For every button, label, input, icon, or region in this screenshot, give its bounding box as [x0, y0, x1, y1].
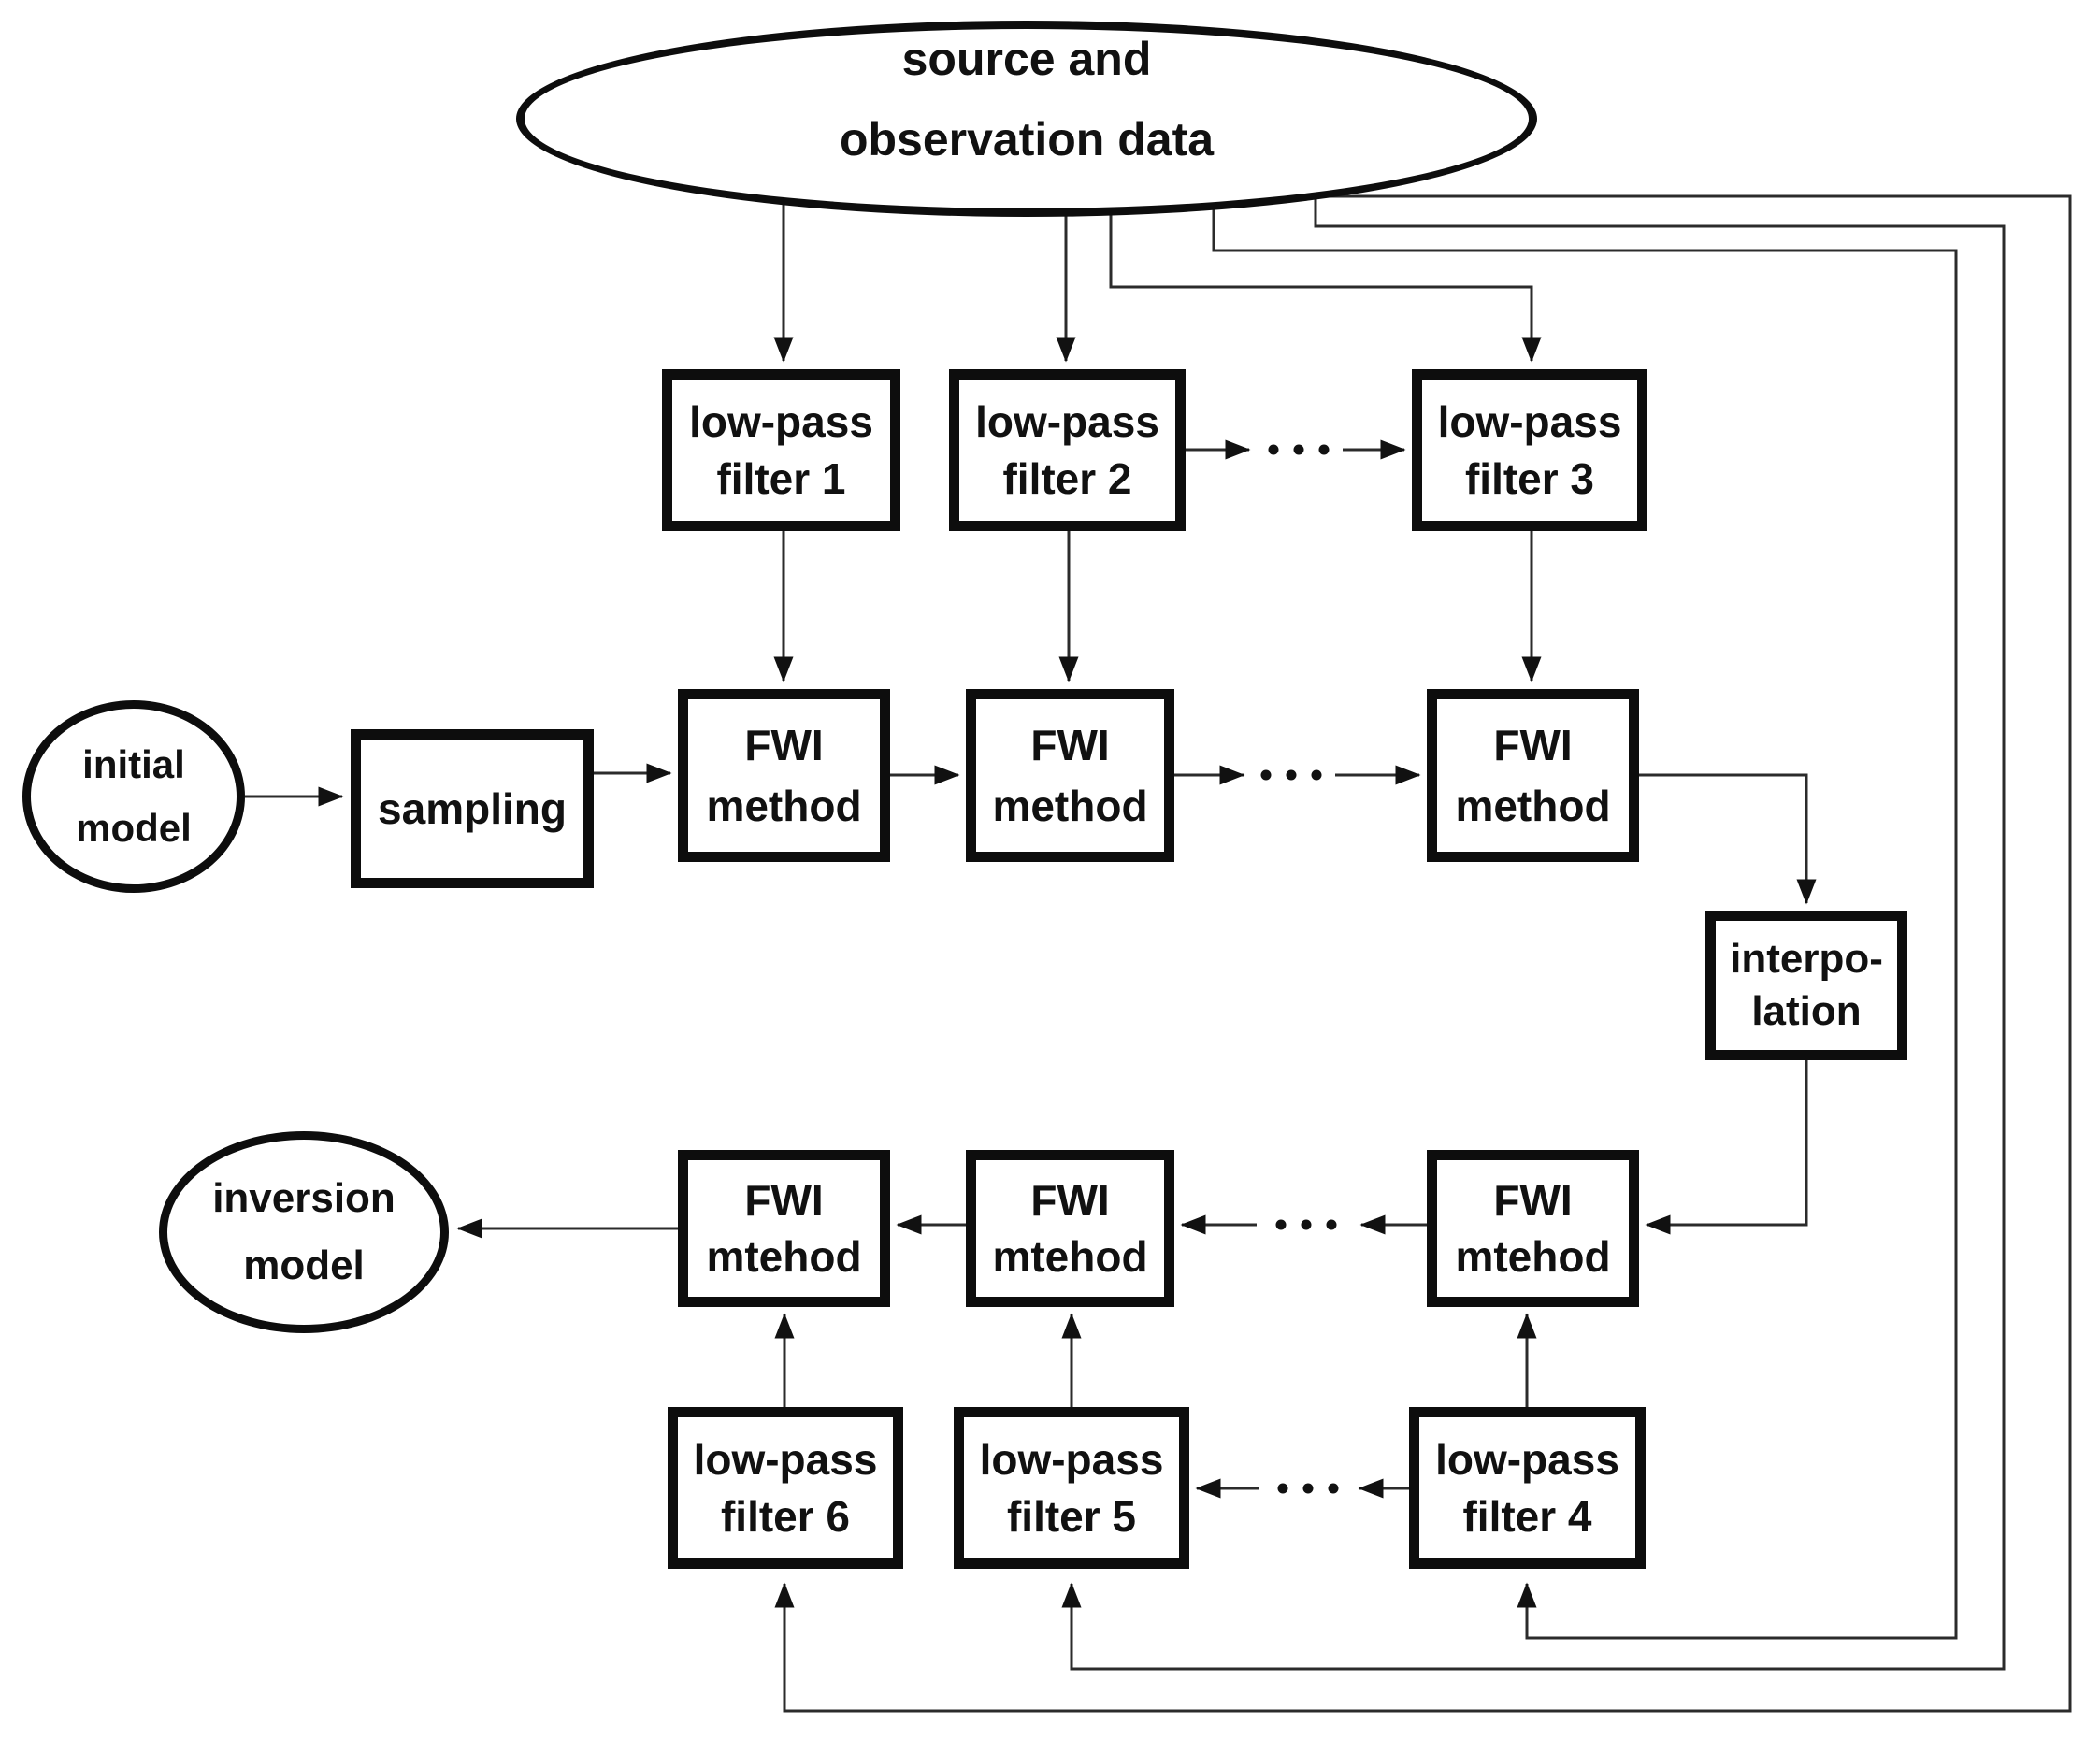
node-sampling: sampling: [351, 729, 594, 888]
fwi3-label-line2: method: [1455, 782, 1611, 831]
fwi2-label-line1: FWI: [1030, 720, 1110, 769]
fwi3-label-line1: FWI: [1493, 720, 1573, 769]
node-interpolation: interpo- lation: [1705, 911, 1907, 1060]
fwi1-label-line1: FWI: [744, 720, 824, 769]
lpf1-label-line2: filter 1: [716, 454, 846, 504]
lpf3-label-line1: low-pass: [1437, 396, 1622, 446]
lpf6-label-line1: low-pass: [693, 1434, 878, 1484]
node-source-observation-data: source and observation data: [516, 21, 1537, 217]
node-fwi-mtehod-3: FWI mtehod: [1427, 1150, 1639, 1307]
fwi2-label-line2: method: [992, 782, 1148, 831]
initial-label-line1: initial: [82, 742, 185, 786]
inversion-label-line1: inversion: [212, 1175, 396, 1221]
node-low-pass-filter-6: low-pass filter 6: [668, 1407, 903, 1569]
edge-source-to-lpf5: [1061, 194, 2006, 1671]
interpolation-label-line1: interpo-: [1730, 935, 1883, 982]
initial-label-line2: model: [76, 806, 192, 850]
sampling-label: sampling: [378, 784, 567, 833]
node-fwi-mtehod-2: FWI mtehod: [966, 1150, 1174, 1307]
lpf3-label-line2: filter 3: [1464, 454, 1595, 504]
fwim2-label-line2: mtehod: [992, 1232, 1148, 1281]
node-low-pass-filter-5: low-pass filter 5: [954, 1407, 1189, 1569]
lpf4-label-line2: filter 4: [1462, 1492, 1592, 1542]
edge-source-to-lpf6: [774, 194, 2072, 1713]
node-low-pass-filter-2: low-pass filter 2: [949, 369, 1186, 531]
lpf2-label-line2: filter 2: [1002, 454, 1132, 504]
fwim1-label-line2: mtehod: [706, 1232, 862, 1281]
lpf1-label-line1: low-pass: [689, 396, 873, 446]
edge-fwi3-to-interpolation: [1639, 773, 1817, 905]
node-low-pass-filter-3: low-pass filter 3: [1412, 369, 1647, 531]
node-inversion-model: inversion model: [159, 1131, 449, 1333]
fwim1-label-line1: FWI: [744, 1176, 824, 1225]
edge-source-to-lpf4: [1212, 206, 1958, 1640]
node-fwi-method-3: FWI method: [1427, 689, 1639, 862]
node-fwi-mtehod-1: FWI mtehod: [678, 1150, 890, 1307]
lpf2-label-line1: low-pass: [975, 396, 1159, 446]
fwim3-label-line1: FWI: [1493, 1176, 1573, 1225]
source-label-line2: observation data: [839, 113, 1215, 165]
fwim3-label-line2: mtehod: [1455, 1232, 1611, 1281]
fwim2-label-line1: FWI: [1030, 1176, 1110, 1225]
lpf6-label-line2: filter 6: [720, 1492, 851, 1542]
node-fwi-method-2: FWI method: [966, 689, 1174, 862]
inversion-label-line2: model: [243, 1242, 365, 1288]
edge-source-to-lpf3: [1109, 209, 1542, 363]
lpf5-label-line2: filter 5: [1006, 1492, 1137, 1542]
node-low-pass-filter-4: low-pass filter 4: [1409, 1407, 1646, 1569]
node-low-pass-filter-1: low-pass filter 1: [662, 369, 900, 531]
edge-interpolation-to-fwim3: [1645, 1060, 1808, 1235]
interpolation-label-line2: lation: [1751, 988, 1862, 1035]
source-label-line1: source and: [901, 33, 1152, 85]
node-fwi-method-1: FWI method: [678, 689, 890, 862]
fwi1-label-line2: method: [706, 782, 862, 831]
lpf5-label-line1: low-pass: [979, 1434, 1164, 1484]
node-initial-model: initial model: [22, 700, 245, 893]
lpf4-label-line1: low-pass: [1435, 1434, 1619, 1484]
